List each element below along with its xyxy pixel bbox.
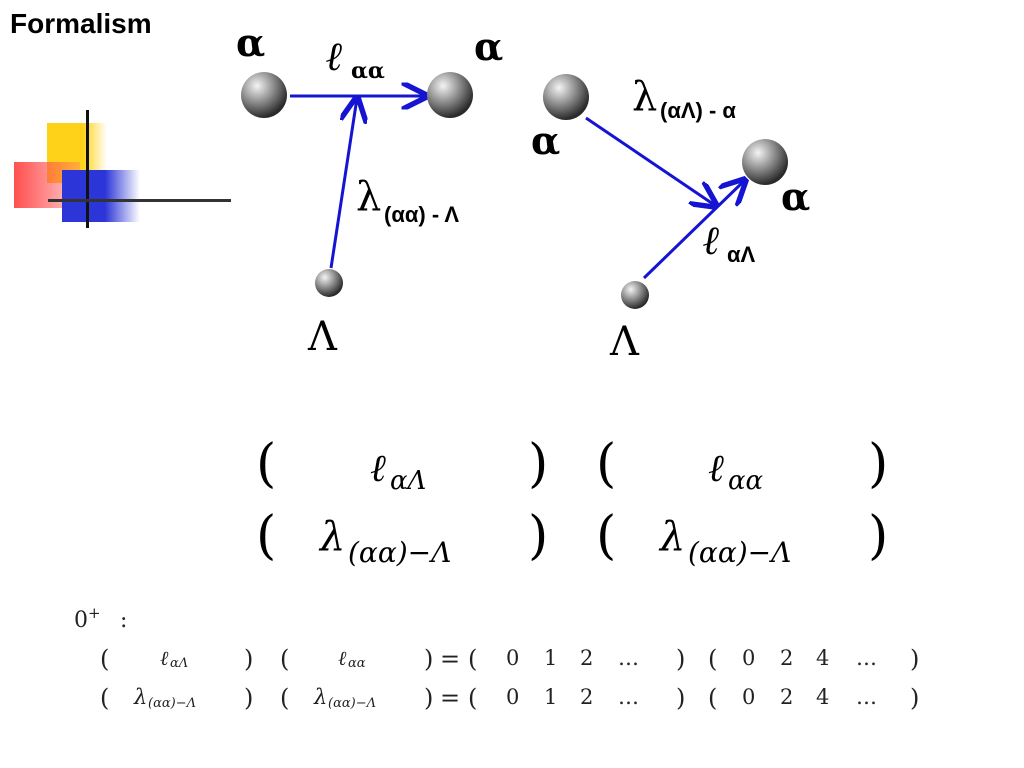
left-vertical-edge-subscript: (αα) - Λ	[384, 202, 459, 227]
vertical-rule	[86, 110, 89, 228]
slide-title: Formalism	[10, 8, 152, 39]
right-label-alpha-2: α	[781, 174, 810, 219]
seq2-value: 0	[742, 685, 756, 709]
left-vertical-arrow	[329, 98, 357, 269]
paren-open: (	[468, 645, 478, 673]
eq-row1-right-subscript: αα	[728, 466, 764, 496]
eq-row2-left-symbol: λ	[320, 514, 346, 560]
right-upper-arrow	[585, 116, 716, 206]
seq1-value: 2	[580, 646, 594, 670]
paren-close: )	[910, 684, 920, 712]
state-superscript: +	[88, 604, 101, 622]
paren-open: (	[100, 645, 110, 673]
left-top-edge-subscript: αα	[351, 58, 385, 84]
eq-row1-left-symbol: ℓ	[370, 446, 386, 490]
seq2-ellipsis: …	[856, 685, 877, 709]
left-label-alpha-1: α	[236, 20, 265, 65]
seq1-value: 2	[580, 685, 594, 709]
equals-sign: =	[440, 645, 461, 673]
small-row2-a-symbol: λ	[134, 685, 148, 709]
paren-open: (	[256, 506, 277, 566]
right-upper-edge-subscript: (αΛ) - α	[660, 98, 736, 123]
equals-sign: =	[440, 684, 461, 712]
blue-square	[62, 170, 140, 222]
seq1-value: 1	[544, 685, 558, 709]
eq-row2-right-symbol: λ	[660, 514, 686, 560]
state-label: 0	[74, 608, 88, 633]
right-diagram: α α Λ λ (αΛ) - α ℓ αΛ	[531, 74, 810, 365]
paren-close: )	[868, 506, 889, 566]
right-label-lambda: Λ	[609, 319, 640, 365]
right-lower-arrow	[642, 180, 745, 280]
paren-open: (	[708, 645, 718, 673]
left-lambda-ball	[315, 269, 343, 297]
paren-open: (	[708, 684, 718, 712]
paren-open: (	[280, 684, 290, 712]
small-row2-b-symbol: λ	[314, 685, 328, 709]
eq-row2-left-subscript: (αα)−Λ	[348, 536, 452, 569]
left-top-edge-symbol: ℓ	[326, 33, 343, 80]
paren-close: )	[244, 645, 254, 673]
paren-close: )	[868, 434, 889, 494]
state-colon: :	[120, 608, 128, 633]
eq-row1-right-symbol: ℓ	[708, 446, 724, 490]
left-label-lambda: Λ	[307, 314, 338, 360]
seq2-value: 2	[780, 646, 794, 670]
paren-open: (	[596, 434, 617, 494]
left-label-alpha-2: α	[474, 24, 503, 69]
seq1-ellipsis: …	[618, 685, 639, 709]
seq2-value: 2	[780, 685, 794, 709]
right-label-alpha-1: α	[531, 118, 560, 163]
paren-open: (	[100, 684, 110, 712]
paren-close: )	[424, 684, 434, 712]
decorative-squares	[0, 0, 240, 240]
small-row2-b-subscript: (αα)−Λ	[328, 696, 376, 711]
right-alpha-ball-2	[742, 139, 788, 185]
eq-row2-right-subscript: (αα)−Λ	[688, 536, 792, 569]
paren-close: )	[910, 645, 920, 673]
paren-close: )	[424, 645, 434, 673]
right-lower-edge-subscript: αΛ	[727, 242, 756, 267]
right-lambda-ball	[621, 281, 649, 309]
seq2-value: 0	[742, 646, 756, 670]
right-upper-edge-symbol: λ	[632, 74, 657, 120]
seq1-value: 0	[506, 646, 520, 670]
paren-close: )	[676, 645, 686, 673]
left-diagram: α α Λ ℓ αα λ (αα) - Λ	[236, 20, 503, 360]
small-row1-a-symbol: ℓ	[160, 646, 169, 670]
paren-open: (	[256, 434, 277, 494]
seq1-ellipsis: …	[618, 646, 639, 670]
paren-close: )	[528, 434, 549, 494]
small-row1-a-subscript: αΛ	[170, 656, 189, 671]
cluster-diagrams: α α Λ ℓ αα λ (αα) - Λ α α Λ λ (αΛ) - α ℓ…	[236, 20, 810, 365]
paren-open: (	[596, 506, 617, 566]
left-alpha-ball-2	[427, 72, 473, 118]
seq2-value: 4	[816, 685, 830, 709]
left-alpha-ball-1	[241, 72, 287, 118]
small-row1-b-subscript: αα	[348, 656, 366, 671]
paren-close: )	[244, 684, 254, 712]
seq2-value: 4	[816, 646, 830, 670]
paren-close: )	[528, 506, 549, 566]
right-alpha-ball-1	[543, 74, 589, 120]
paren-open: (	[468, 684, 478, 712]
paren-open: (	[280, 645, 290, 673]
horizontal-rule	[48, 199, 231, 202]
seq1-value: 1	[544, 646, 558, 670]
eq-row1-left-subscript: αΛ	[390, 466, 427, 496]
seq1-value: 0	[506, 685, 520, 709]
left-vertical-edge-symbol: λ	[356, 174, 381, 220]
small-row2-a-subscript: (αα)−Λ	[148, 696, 196, 711]
seq2-ellipsis: …	[856, 646, 877, 670]
right-lower-edge-symbol: ℓ	[703, 217, 720, 264]
paren-close: )	[676, 684, 686, 712]
small-row1-b-symbol: ℓ	[338, 646, 347, 670]
